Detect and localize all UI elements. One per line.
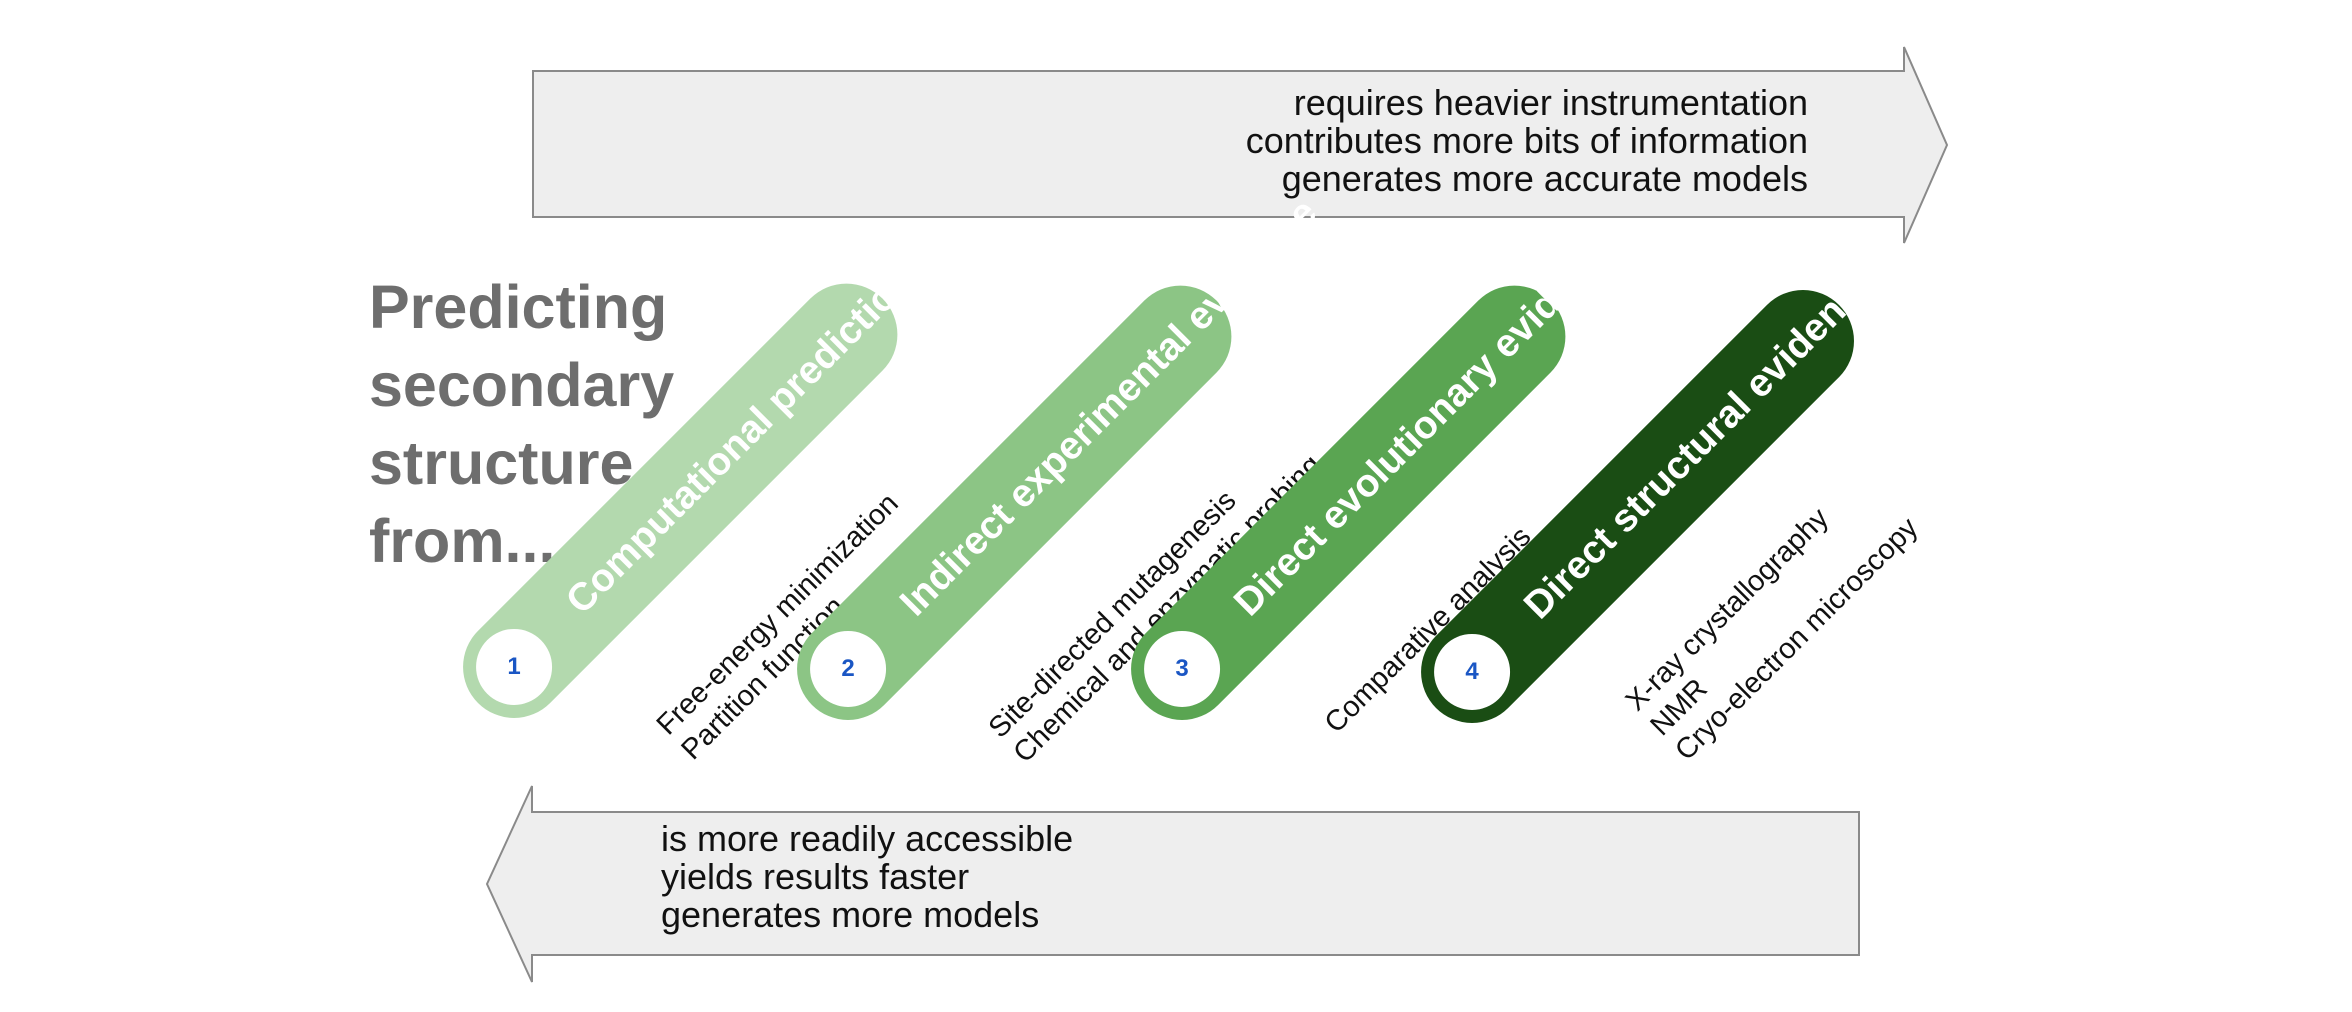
bottom-arrow-text: is more readily accessible yields result… (661, 820, 1073, 934)
category-number-badge: 2 (810, 630, 887, 707)
category-number-badge: 3 (1144, 630, 1221, 707)
top-arrow-line: requires heavier instrumentation (1293, 82, 1808, 123)
bottom-arrow-shape (485, 785, 1860, 983)
title-line: secondary (369, 351, 675, 419)
bottom-arrow-line: generates more models (661, 894, 1040, 935)
page-title: Predicting secondary structure from... (369, 268, 674, 580)
category-number-badge: 1 (476, 628, 553, 705)
bottom-arrow-line: is more readily accessible (661, 818, 1074, 859)
title-line: from... (369, 507, 556, 575)
title-line: Predicting (369, 273, 668, 341)
top-arrow-line: generates more accurate models (1281, 158, 1808, 199)
bottom-arrow-line: yields results faster (661, 856, 970, 897)
top-arrow-shape (532, 46, 1949, 244)
category-number-badge: 4 (1434, 633, 1511, 710)
top-arrow-line: contributes more bits of information (1245, 120, 1808, 161)
top-arrow-text: requires heavier instrumentation contrib… (1246, 84, 1808, 198)
title-line: structure (369, 429, 634, 497)
